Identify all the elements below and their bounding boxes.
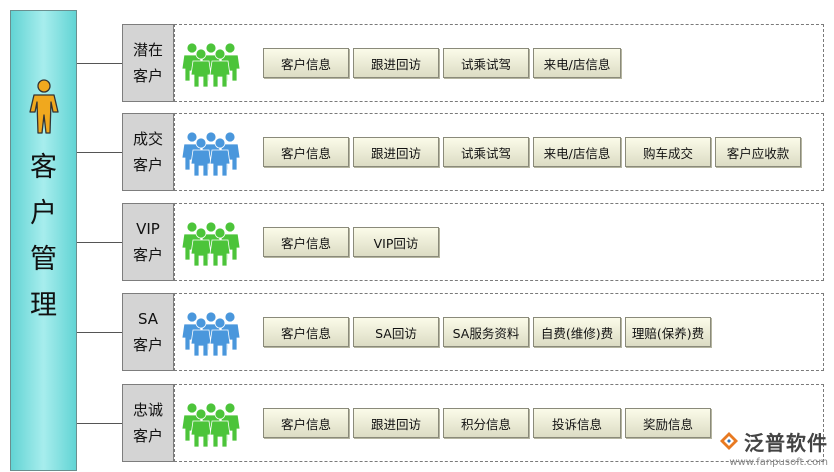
brand-logo: 泛普软件 xyxy=(717,428,828,455)
module-item-button[interactable]: 跟进回访 xyxy=(353,48,439,78)
module-item-list: 客户信息跟进回访试乘试驾来电/店信息购车成交客户应收款 xyxy=(263,137,805,167)
module-item-button[interactable]: SA回访 xyxy=(353,317,439,347)
module-item-list: 客户信息跟进回访试乘试驾来电/店信息 xyxy=(263,48,625,78)
person-icon xyxy=(28,79,59,134)
module-item-button[interactable]: 客户应收款 xyxy=(715,137,801,167)
category-row: 客户信息跟进回访积分信息投诉信息奖励信息 xyxy=(174,384,824,462)
logo-icon xyxy=(720,432,738,450)
category-label-line: VIP xyxy=(136,220,160,238)
module-item-button[interactable]: 来电/店信息 xyxy=(533,48,621,78)
category-label-line: 客户 xyxy=(132,156,163,174)
category-label-line: 忠诚 xyxy=(132,401,163,419)
module-item-button[interactable]: 投诉信息 xyxy=(533,408,621,438)
connector-line xyxy=(77,63,123,64)
module-item-button[interactable]: VIP回访 xyxy=(353,227,439,257)
people-group-icon xyxy=(182,311,240,357)
module-item-button[interactable]: 客户信息 xyxy=(263,317,349,347)
module-item-button[interactable]: 客户信息 xyxy=(263,408,349,438)
module-item-button[interactable]: 试乘试驾 xyxy=(443,48,529,78)
module-item-button[interactable]: 试乘试驾 xyxy=(443,137,529,167)
main-title-char: 户 xyxy=(30,198,57,229)
connector-line xyxy=(77,152,123,153)
main-title-char: 客 xyxy=(30,152,57,183)
main-category-box: 客 户 管 理 xyxy=(10,10,77,471)
module-item-button[interactable]: 自费(维修)费 xyxy=(533,317,621,347)
module-item-button[interactable]: SA服务资料 xyxy=(443,317,529,347)
main-title-char: 管 xyxy=(30,244,57,275)
module-item-button[interactable]: 奖励信息 xyxy=(625,408,711,438)
main-title-char: 理 xyxy=(30,290,57,321)
connector-line xyxy=(77,423,123,424)
logo-url: www.fanpusoft.com xyxy=(729,457,828,468)
category-label-line: 客户 xyxy=(132,336,163,354)
customer-category-label: SA 客户 xyxy=(122,293,174,371)
category-row: 客户信息跟进回访试乘试驾来电/店信息 xyxy=(174,24,824,102)
category-label-line: 客户 xyxy=(132,427,163,445)
module-item-button[interactable]: 客户信息 xyxy=(263,227,349,257)
module-item-button[interactable]: 跟进回访 xyxy=(353,137,439,167)
module-item-button[interactable]: 客户信息 xyxy=(263,137,349,167)
module-item-button[interactable]: 积分信息 xyxy=(443,408,529,438)
people-group-icon xyxy=(182,402,240,448)
module-item-button[interactable]: 理赔(保养)费 xyxy=(625,317,711,347)
category-label-line: 潜在 xyxy=(132,41,163,59)
people-group-icon xyxy=(182,131,240,177)
category-row: 客户信息跟进回访试乘试驾来电/店信息购车成交客户应收款 xyxy=(174,113,824,191)
customer-category-label: 成交客户 xyxy=(122,113,174,191)
category-label-line: 成交 xyxy=(132,130,163,148)
customer-category-label: 忠诚客户 xyxy=(122,384,174,462)
people-group-icon xyxy=(182,221,240,267)
logo-text: 泛普软件 xyxy=(744,430,828,455)
category-label-line: 客户 xyxy=(132,67,163,85)
customer-category-label: 潜在客户 xyxy=(122,24,174,102)
connector-line xyxy=(77,242,123,243)
main-title: 客 户 管 理 xyxy=(30,145,57,329)
category-label-line: 客户 xyxy=(132,246,163,264)
module-item-button[interactable]: 客户信息 xyxy=(263,48,349,78)
connector-line xyxy=(77,332,123,333)
customer-category-label: VIP 客户 xyxy=(122,203,174,281)
module-item-list: 客户信息跟进回访积分信息投诉信息奖励信息 xyxy=(263,408,715,438)
module-item-button[interactable]: 来电/店信息 xyxy=(533,137,621,167)
module-item-button[interactable]: 购车成交 xyxy=(625,137,711,167)
people-group-icon xyxy=(182,42,240,88)
module-item-button[interactable]: 跟进回访 xyxy=(353,408,439,438)
category-label-line: SA xyxy=(137,310,159,328)
